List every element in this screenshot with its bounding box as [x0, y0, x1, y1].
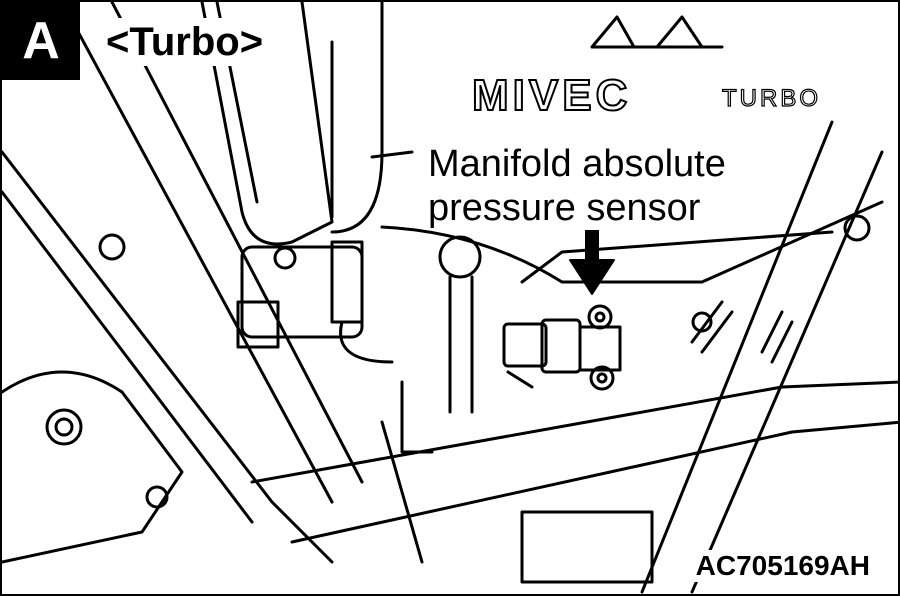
reference-code: AC705169AH — [691, 550, 874, 582]
callout-line-2: pressure sensor — [428, 187, 701, 229]
svg-text:MIVEC: MIVEC — [472, 71, 631, 120]
svg-text:TURBO: TURBO — [722, 85, 821, 112]
sensor-callout: Manifold absolute pressure sensor — [424, 142, 730, 230]
panel-label: A — [2, 2, 80, 80]
mivec-turbo-logo: MIVEC TURBO — [472, 70, 821, 120]
callout-line-1: Manifold absolute — [428, 143, 726, 185]
panel-title: <Turbo> — [102, 18, 268, 66]
